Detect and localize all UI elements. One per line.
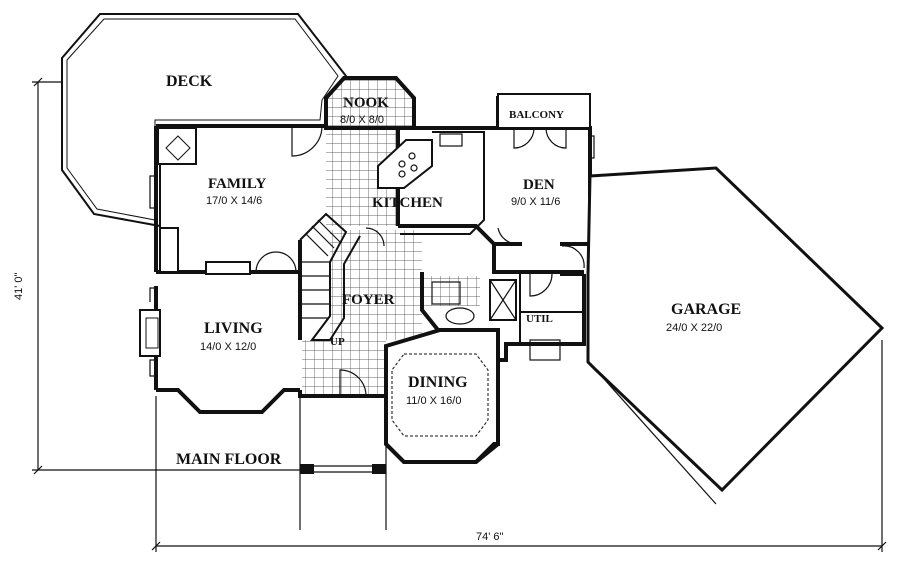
cooktop-burner <box>408 152 416 160</box>
room-size-family: 17/0 X 14/6 <box>206 195 262 207</box>
room-label-garage: GARAGE <box>671 301 741 318</box>
hall-tile-floor <box>424 276 480 306</box>
door-swing <box>291 125 323 157</box>
entry-tile-floor <box>302 340 386 394</box>
window <box>590 135 595 159</box>
door-swing <box>339 369 367 397</box>
dimension-ticks <box>33 77 887 551</box>
washer-x <box>489 279 517 321</box>
room-size-garage: 24/0 X 22/0 <box>666 322 722 334</box>
garage-outline <box>586 166 885 493</box>
porch-post <box>300 464 314 474</box>
door-swing <box>513 127 567 149</box>
door-swing <box>529 273 553 297</box>
cooktop-burner <box>398 170 406 178</box>
room-label-util: UTIL <box>526 313 553 325</box>
stair-label-up: UP <box>330 336 345 348</box>
room-label-nook: NOOK <box>343 95 389 111</box>
porch-post <box>372 464 386 474</box>
room-size-den: 9/0 X 11/6 <box>511 196 560 208</box>
room-label-den: DEN <box>523 177 555 193</box>
plan-title: MAIN FLOOR <box>176 451 282 468</box>
balcony-outline <box>497 93 591 129</box>
room-size-dining: 11/0 X 16/0 <box>406 395 461 407</box>
room-label-foyer: FOYER <box>342 292 395 308</box>
window <box>149 175 156 377</box>
kitchen-sink <box>439 133 463 147</box>
room-label-deck: DECK <box>166 73 213 90</box>
room-size-living: 14/0 X 12/0 <box>200 341 256 353</box>
foyer-tile-floor <box>330 230 422 340</box>
room-label-living: LIVING <box>204 320 263 337</box>
util-wall <box>519 274 584 344</box>
built-in-shelf <box>205 261 251 275</box>
dining-outline <box>384 328 500 464</box>
depth-dimension-line <box>32 81 300 471</box>
room-size-nook: 8/0 X 8/0 <box>340 114 384 126</box>
cooktop-burner <box>410 164 418 172</box>
door-swing <box>561 245 585 269</box>
cooktop-burner <box>398 160 406 168</box>
room-label-family: FAMILY <box>208 176 267 192</box>
den-wall <box>492 244 584 274</box>
front-porch <box>299 396 387 530</box>
util-cabinet <box>431 281 461 305</box>
powder-toilet <box>445 307 475 325</box>
dining-ceiling-outline <box>391 353 489 437</box>
garage-front-edge <box>595 369 717 505</box>
door-swing <box>497 227 519 245</box>
door-swing <box>255 251 297 273</box>
overall-width-label: 74' 6" <box>476 531 504 543</box>
corner-fireplace-inner <box>165 135 191 161</box>
built-in-cabinet <box>159 227 179 273</box>
kitchen-counter <box>400 131 485 235</box>
door-swing <box>365 227 385 247</box>
overall-depth-label: 41' 0" <box>13 272 25 300</box>
stair-treads <box>300 219 341 319</box>
room-label-kitchen: KITCHEN <box>372 195 443 211</box>
util-sink <box>529 339 561 361</box>
width-dimension-line <box>155 340 883 552</box>
staircase <box>299 212 361 341</box>
room-label-dining: DINING <box>408 374 468 391</box>
deck-inner-outline <box>66 18 339 221</box>
fireplace-hearth <box>145 317 159 349</box>
room-label-balcony: BALCONY <box>509 109 564 121</box>
